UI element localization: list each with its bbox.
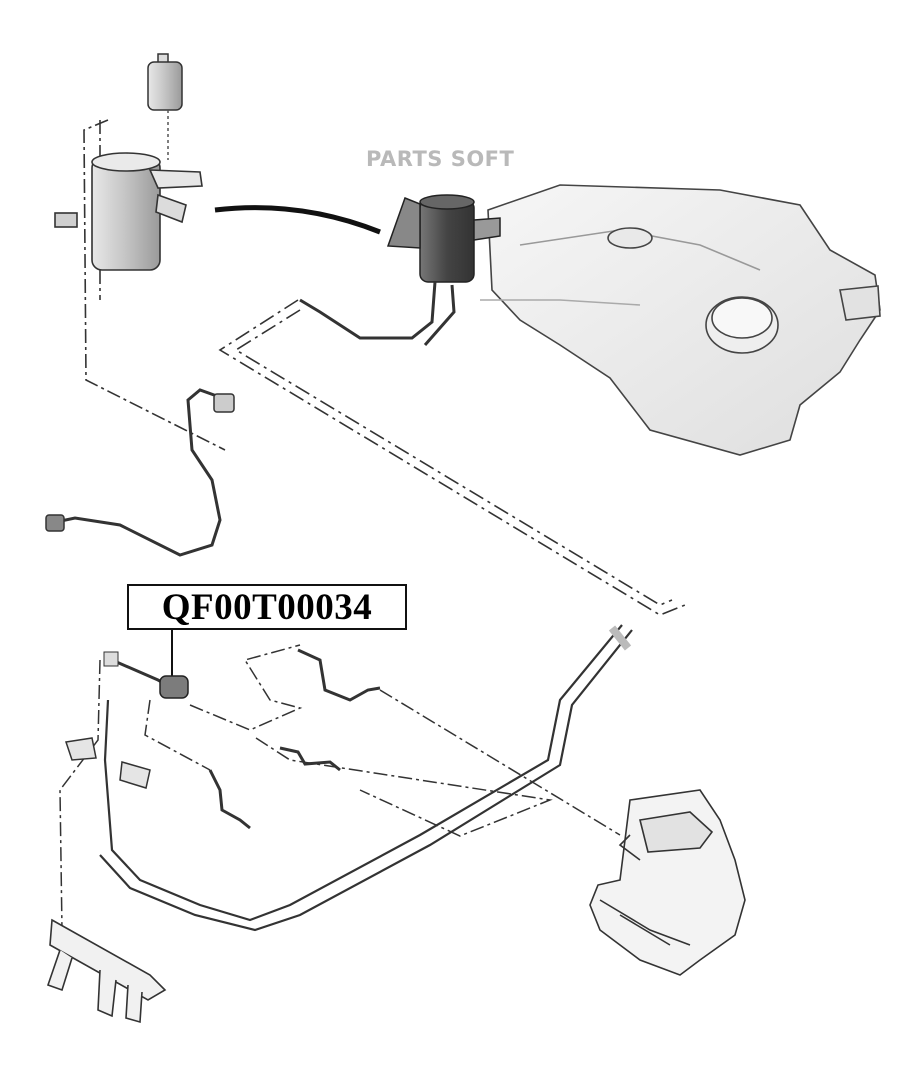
part-number-label: QF00T00034 <box>127 584 407 630</box>
fuel-filter <box>147 53 183 160</box>
purge-valve <box>103 630 189 699</box>
canister-assembly-right <box>386 194 501 283</box>
callout-swoosh <box>214 205 381 235</box>
intake-manifold <box>589 789 746 976</box>
fuel-pipes-main <box>99 624 633 932</box>
pipe-clips-left <box>65 737 151 789</box>
vapor-hose-upper <box>299 281 456 346</box>
dashed-route <box>218 299 686 616</box>
purge-hose-left <box>55 388 229 557</box>
fuel-rail-bracket <box>46 918 167 1024</box>
purge-hose-left-connectors <box>45 393 235 532</box>
leader-lines-middle <box>59 644 621 931</box>
fuel-tank <box>480 184 881 456</box>
hose-sections-middle <box>208 648 381 830</box>
canister-assembly-left <box>54 152 203 271</box>
watermark-text: PARTS SOFT <box>366 147 515 171</box>
